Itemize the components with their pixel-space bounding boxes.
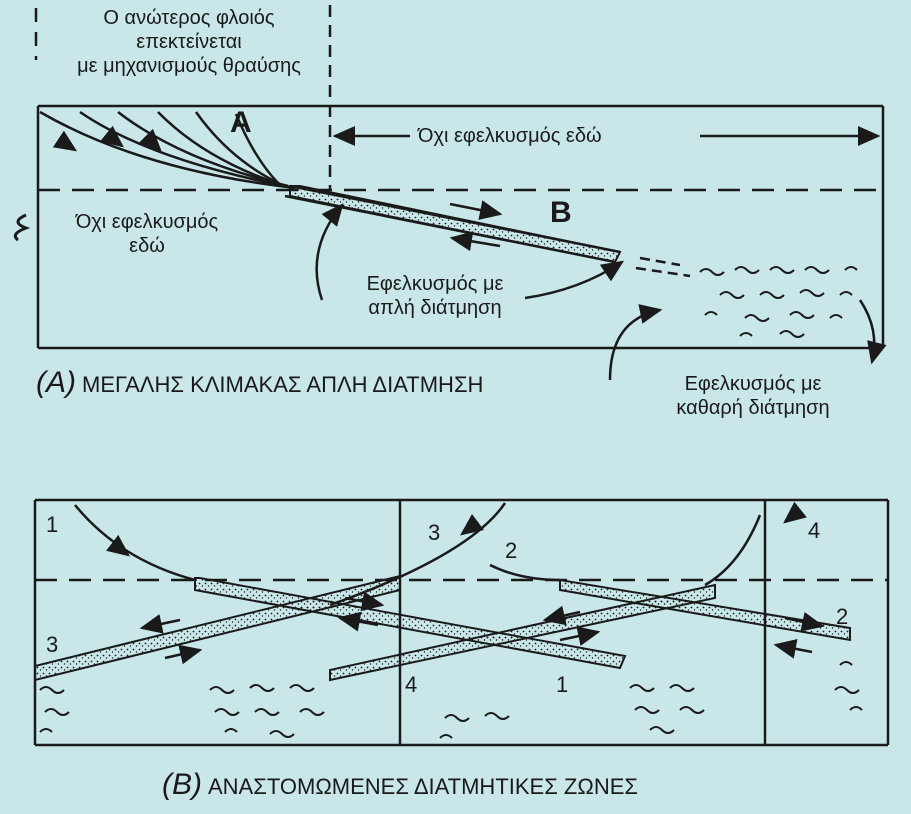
caption-b-text: ΑΝΑΣΤΟΜΩΜΕΝΕΣ ΔΙΑΤΜΗΤΙΚΕΣ ΖΩΝΕΣ [208,774,638,799]
shear-zones-b [34,574,851,682]
shear-zone-a [284,184,691,278]
no-extension-left-line-2: εδώ [129,235,165,257]
pure-shear-squiggles-b [39,661,863,739]
zone-number: 4 [405,672,418,697]
zone-number: 3 [428,520,441,545]
zone-number: 2 [505,538,518,563]
simple-shear-note: Εφελκυσμός με απλή διάτμηση [335,272,535,320]
panel-a-frame [34,5,885,350]
no-extension-left-line-1: Όχι εφελκυσμός [75,211,219,233]
top-note-line-2: επεκτείνεται [136,31,242,53]
arrows-a [13,126,887,381]
listric-faults-a [39,110,296,190]
pure-shear-note-line-2: καθαρή διάτμηση [676,397,830,419]
no-extension-right: Όχι εφελκυσμός εδώ [418,125,602,147]
top-note-line-1: Ο ανώτερος φλοιός [103,7,275,29]
zone-number: 2 [836,604,849,629]
zone-number: 4 [808,518,821,543]
no-extension-left: Όχι εφελκυσμός εδώ [52,210,242,258]
caption-b: (Β)ΑΝΑΣΤΟΜΩΜΕΝΕΣ ΔΙΑΤΜΗΤΙΚΕΣ ΖΩΝΕΣ [162,768,638,802]
pure-shear-note-line-1: Εφελκυσμός με [684,373,822,395]
pure-shear-note: Εφελκυσμός με καθαρή διάτμηση [648,372,858,420]
zone-number: 1 [556,672,569,697]
pure-shear-squiggles-a [699,266,858,338]
simple-shear-note-line-2: απλή διάτμηση [368,297,502,319]
caption-a: (Α)ΜΕΓΑΛΗΣ ΚΛΙΜΑΚΑΣ ΑΠΛΗ ΔΙΑΤΜΗΣΗ [36,366,483,400]
caption-a-text: ΜΕΓΑΛΗΣ ΚΛΙΜΑΚΑΣ ΑΠΛΗ ΔΙΑΤΜΗΣΗ [82,372,484,397]
zone-number: 3 [46,632,59,657]
zone-number: 1 [46,512,59,537]
top-note-line-3: με μηχανισμούς θραύσης [77,55,301,77]
label-a: A [230,106,252,139]
caption-b-letter: (Β) [162,768,202,801]
top-note: Ο ανώτερος φλοιός επεκτείνεται με μηχανι… [44,6,334,78]
label-b: B [550,196,572,229]
simple-shear-note-line-1: Εφελκυσμός με [366,273,504,295]
caption-a-letter: (Α) [36,366,76,399]
